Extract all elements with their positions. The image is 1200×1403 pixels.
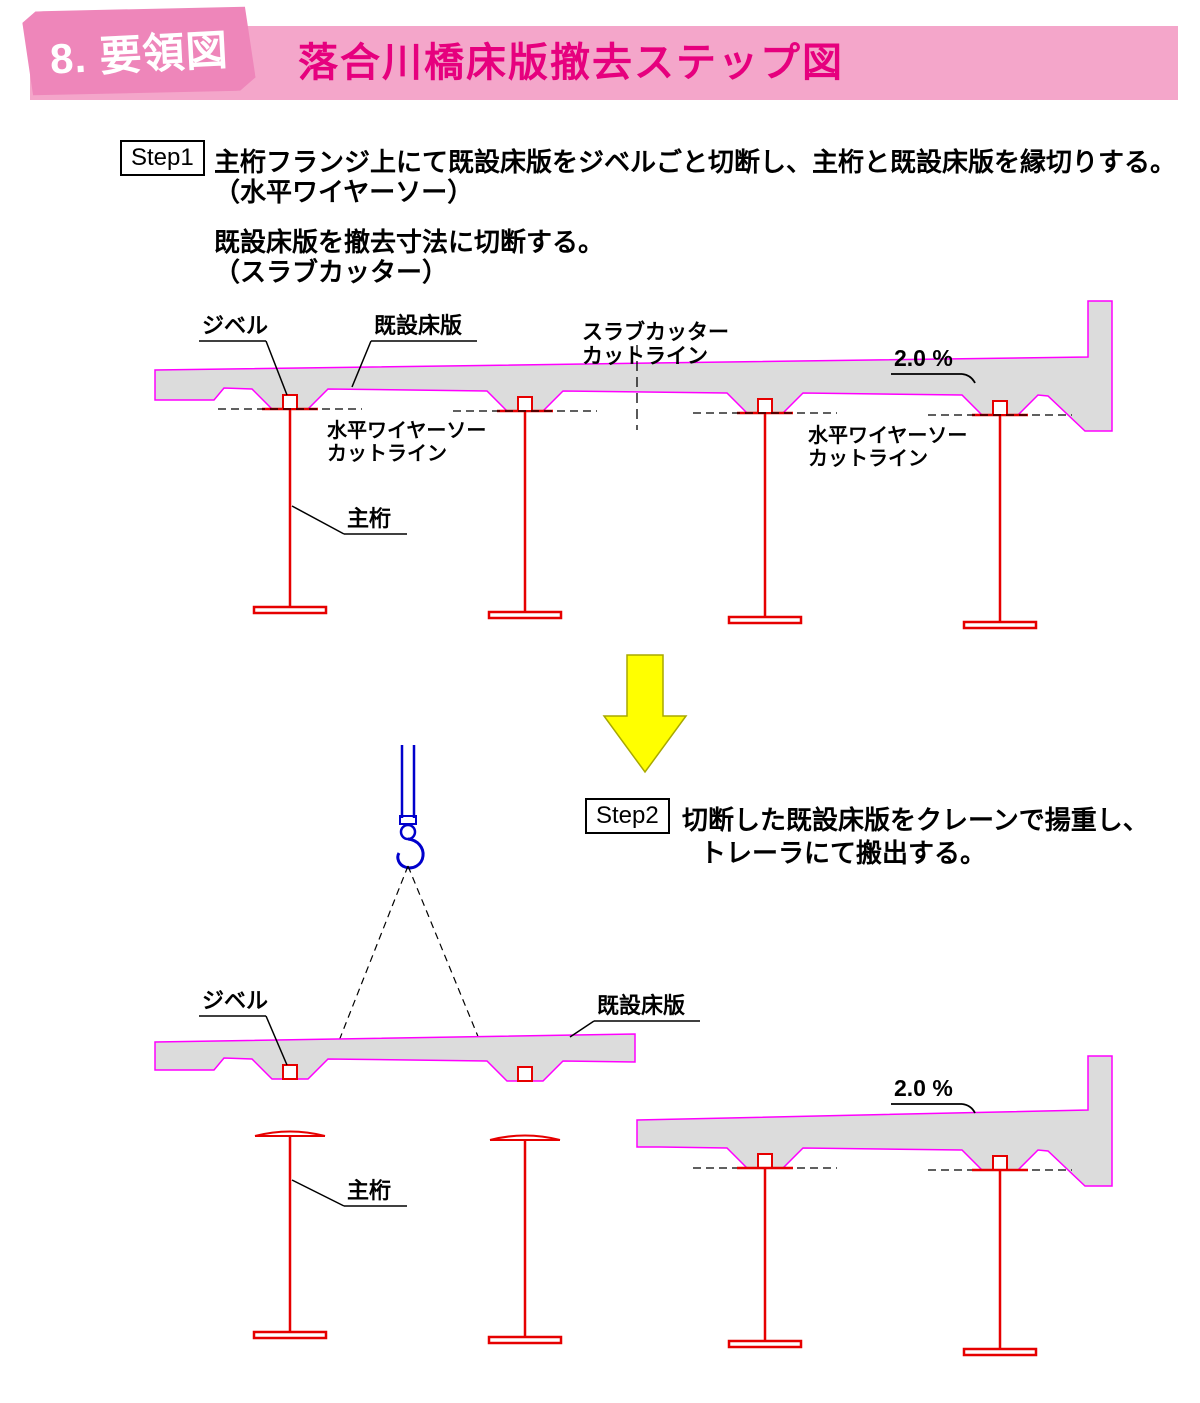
leader <box>569 1020 595 1038</box>
diagram1-cross-section: ジベル 既設床版 スラブカッター カットライン 2.0 % 水平ワイヤーソー カ… <box>154 300 1113 630</box>
label-slope-1: 2.0 % <box>894 345 953 371</box>
wire-saw-cut-lines-1 <box>218 408 1072 416</box>
leader <box>291 1179 345 1207</box>
label-main-girder-2: 主桁 <box>347 1178 391 1203</box>
crane-hook <box>396 745 425 870</box>
step1-text-line1: 主桁フランジ上にて既設床版をジベルごと切断し、主桁と既設床版を縁切りする。 <box>214 147 1177 177</box>
main-girder-1 <box>252 407 328 615</box>
step1-text-line2: （水平ワイヤーソー） <box>214 177 474 207</box>
label-wire-saw-left-1: 水平ワイヤーソー <box>327 419 486 442</box>
leader <box>265 1015 288 1066</box>
leader <box>265 340 288 396</box>
leader <box>291 505 345 535</box>
step1-box: Step1 <box>120 140 205 176</box>
slope-tick <box>961 373 976 384</box>
step2-box: Step2 <box>585 798 670 834</box>
label-slope-2: 2.0 % <box>894 1075 953 1101</box>
lifted-deck-slab <box>154 1033 636 1082</box>
exposed-girder-2 <box>487 1134 563 1345</box>
slope-tick <box>961 1103 976 1114</box>
page-title: 落合川橋床版撤去ステップ図 <box>298 41 844 85</box>
remaining-deck-slab <box>636 1055 1113 1187</box>
exposed-girder-1 <box>252 1130 328 1340</box>
main-girder-4 <box>962 413 1038 630</box>
step1-text-line3: 既設床版を撤去寸法に切断する。 <box>214 227 605 257</box>
main-girder-2 <box>487 409 563 620</box>
label-wire-saw-right-1: 水平ワイヤーソー <box>808 424 967 447</box>
label-wire-saw-right-2: カットライン <box>808 448 928 470</box>
main-girder-3 <box>727 411 803 625</box>
step2-text-line1: 切断した既設床版をクレーンで揚重し、 <box>682 805 1149 835</box>
label-existing-deck-2: 既設床版 <box>597 993 685 1018</box>
label-main-girder-1: 主桁 <box>347 506 391 531</box>
label-wire-saw-left-2: カットライン <box>327 443 447 465</box>
diagram2-lifting: ジベル 既設床版 主桁 2.0 % <box>154 745 1113 1357</box>
dowel-squares-1 <box>282 394 1008 416</box>
label-dowel-2: ジベル <box>202 988 268 1013</box>
down-arrow <box>602 654 688 774</box>
main-girder-3b <box>727 1166 803 1349</box>
label-existing-deck-1: 既設床版 <box>374 313 462 338</box>
diagram2-annotations: ジベル 既設床版 主桁 2.0 % <box>199 988 976 1207</box>
label-slab-cutter-2: カットライン <box>582 345 708 368</box>
label-dowel-1: ジベル <box>202 313 268 338</box>
step1-text-line4: （スラブカッター） <box>214 257 449 287</box>
step2-text-line2: トレーラにて搬出する。 <box>700 838 987 868</box>
main-girder-4b <box>962 1168 1038 1357</box>
label-slab-cutter-1: スラブカッター <box>582 320 729 344</box>
diagram1-annotations: ジベル 既設床版 スラブカッター カットライン 2.0 % 水平ワイヤーソー カ… <box>199 313 976 535</box>
dowel-squares-lifted <box>282 1064 533 1082</box>
leader <box>351 340 372 388</box>
sling-lines <box>332 865 487 1057</box>
